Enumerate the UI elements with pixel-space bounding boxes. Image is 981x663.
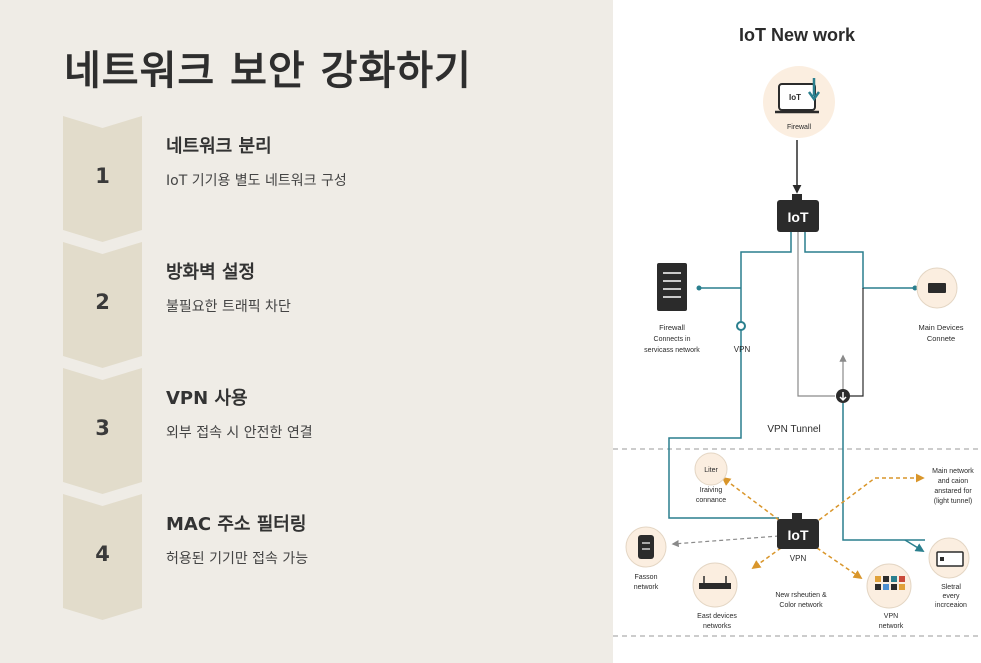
step-description: IoT 기기용 별도 네트워크 구성 — [166, 173, 347, 189]
vpn-net-label-2: network — [879, 623, 904, 630]
vpn-net-label-1: VPN — [884, 613, 898, 620]
east-label-1: East devices — [697, 613, 737, 620]
server-label-1: Firewall — [659, 323, 685, 332]
vpn-network-node: VPN network — [866, 563, 912, 630]
step-2: 2 방화벽 설정 불필요한 트래픽 차단 — [63, 242, 583, 368]
server-label-2: Connects in — [654, 336, 691, 343]
orange-link — [751, 547, 782, 570]
server-label-3: servicass network — [644, 347, 700, 354]
router-icon — [638, 535, 654, 559]
main-network-line-1: Main network — [932, 468, 974, 475]
new-network-label-2: Color network — [779, 602, 823, 609]
step-3: 3 VPN 사용 외부 접속 시 안전한 연결 — [63, 368, 583, 494]
main-devices-link-line — [804, 232, 915, 289]
east-label-2: networks — [703, 623, 732, 630]
main-network-line-4: (light tunnel) — [934, 498, 973, 505]
orange-link — [816, 547, 863, 580]
hub-bottom-sub: VPN — [790, 554, 807, 563]
link-dot — [696, 285, 702, 291]
node-circle — [694, 452, 728, 486]
hub-box — [777, 519, 819, 549]
hub-tab — [792, 513, 802, 519]
step-number: 3 — [95, 416, 110, 440]
fasson-label-2: network — [634, 584, 659, 591]
return-link-line — [843, 288, 864, 397]
sletral-label-2: every — [942, 593, 960, 600]
step-1: 1 네트워크 분리 IoT 기기용 별도 네트워크 구성 — [63, 116, 583, 242]
firewall-label: Firewall — [787, 124, 812, 131]
diagram-title: IoT New work — [739, 25, 856, 45]
firewall-icon-text: IoT — [789, 93, 801, 102]
step-description: 허용된 기기만 접속 가능 — [166, 551, 309, 567]
step-title: 방화벽 설정 — [166, 262, 256, 283]
hub-bottom-label: IoT — [788, 527, 809, 543]
link-arrow — [904, 539, 925, 552]
main-network-line-2: and caion — [938, 478, 968, 485]
step-chevron — [63, 494, 142, 620]
server-icon — [657, 263, 687, 311]
vpn-tunnel-label: VPN Tunnel — [767, 424, 820, 435]
firewall-node: IoT Firewall — [763, 66, 835, 138]
liter-icon-text: Liter — [704, 467, 718, 474]
step-4: 4 MAC 주소 필터링 허용된 기기만 접속 가능 — [63, 494, 583, 620]
liter-node: Liter Iraiving connance — [694, 452, 728, 504]
step-number: 4 — [95, 542, 110, 566]
network-diagram-panel: IoT New work IoT Firewall IoT — [613, 0, 981, 663]
new-network-label-1: New rsheutien & — [775, 592, 827, 599]
hub-box — [777, 200, 819, 232]
step-description: 불필요한 트래픽 차단 — [166, 299, 291, 315]
hub-tab — [792, 194, 802, 200]
fasson-network-node: Fasson network — [625, 526, 667, 591]
link-dot — [912, 285, 918, 291]
sletral-node: Sletral every incrceaion — [928, 537, 970, 609]
sletral-label-3: incrceaion — [935, 602, 967, 609]
orange-link — [818, 473, 925, 521]
hub-top-label: IoT — [788, 209, 809, 225]
switch-icon — [699, 583, 731, 589]
step-description: 외부 접속 시 안전한 연결 — [166, 425, 313, 441]
device-icon — [928, 283, 946, 293]
liter-label-1: Iraiving — [700, 487, 723, 494]
network-diagram: IoT New work IoT Firewall IoT — [613, 25, 981, 637]
fasson-label-1: Fasson — [635, 574, 658, 581]
iot-hub-bottom: IoT VPN — [777, 513, 819, 563]
step-chevron — [63, 368, 142, 494]
device-icon — [936, 551, 964, 567]
orange-link — [721, 476, 780, 521]
step-chevron — [63, 242, 142, 368]
main-devices-label-1: Main Devices — [918, 323, 963, 332]
iot-hub-top: IoT — [777, 194, 819, 232]
main-network-label: Main network and caion anstared for (lig… — [932, 468, 974, 505]
down-arrow-icon — [839, 392, 847, 402]
server-node: Firewall Connects in servicass network — [644, 263, 700, 354]
main-network-line-3: anstared for — [934, 488, 972, 495]
vpn-node-icon — [736, 321, 746, 331]
page-title: 네트워크 보안 강화하기 — [64, 48, 472, 94]
steps-panel: 네트워크 보안 강화하기 1 네트워크 분리 IoT 기기용 별도 네트워크 구… — [63, 48, 583, 620]
step-title: 네트워크 분리 — [166, 136, 272, 157]
liter-label-2: connance — [696, 497, 726, 504]
step-number: 2 — [95, 290, 110, 314]
step-title: MAC 주소 필터링 — [166, 514, 307, 535]
step-title: VPN 사용 — [166, 388, 248, 409]
gray-link-line — [797, 232, 835, 397]
vpn-label: VPN — [734, 345, 751, 354]
gray-dashed-link — [671, 535, 780, 548]
east-devices-node: East devices networks — [692, 562, 738, 630]
main-devices-node: Main Devices Connete — [916, 267, 964, 343]
vpn-link-line — [668, 232, 792, 519]
sletral-label-1: Sletral — [941, 584, 961, 591]
download-arrow-icon — [807, 78, 821, 102]
step-number: 1 — [95, 164, 110, 188]
teal-branch-line — [842, 403, 925, 541]
step-chevron — [63, 116, 142, 242]
main-devices-label-2: Connete — [927, 334, 955, 343]
